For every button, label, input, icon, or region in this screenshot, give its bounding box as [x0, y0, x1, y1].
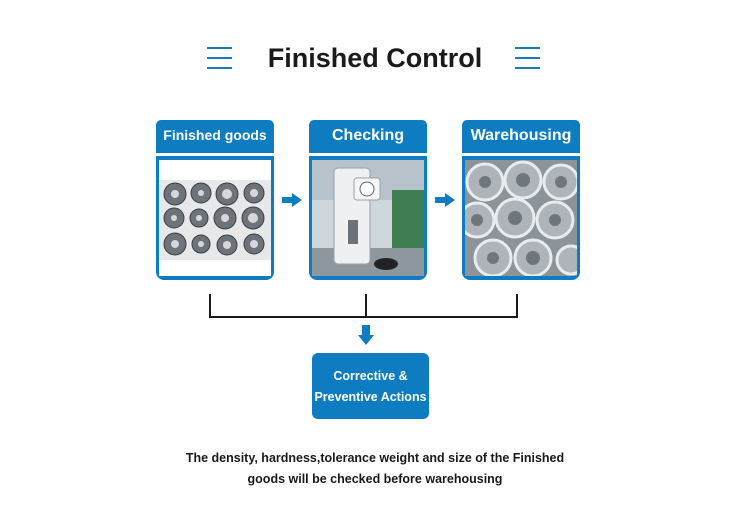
title-row: Finished Control — [0, 40, 750, 80]
step-label: Checking — [309, 120, 427, 153]
caption-line-2: goods will be checked before warehousing — [247, 472, 503, 486]
menu-icon — [207, 47, 232, 69]
stacked-parts-photo — [465, 160, 577, 276]
page-title: Finished Control — [267, 43, 483, 73]
outcome-line-1: Corrective & — [333, 369, 408, 383]
step-label: Warehousing — [462, 120, 580, 153]
sintered-gears-photo — [159, 160, 271, 276]
connector-line — [365, 294, 367, 318]
hardness-tester-photo — [312, 160, 424, 276]
outcome-line-2: Preventive Actions — [314, 390, 427, 404]
arrow-down-icon — [358, 325, 374, 345]
menu-icon — [515, 47, 540, 69]
arrow-right-icon — [435, 193, 455, 207]
connector-line — [516, 294, 518, 318]
step-card-checking: Checking — [309, 120, 427, 280]
arrow-right-icon — [282, 193, 302, 207]
caption-line-1: The density, hardness,tolerance weight a… — [185, 451, 565, 465]
step-image-frame — [309, 156, 427, 280]
step-image-frame — [156, 156, 274, 280]
connector-line — [209, 316, 518, 318]
step-card-warehousing: Warehousing — [462, 120, 580, 280]
step-image-frame — [462, 156, 580, 280]
connector-line — [209, 294, 211, 318]
corrective-actions-box: Corrective & Preventive Actions — [312, 353, 429, 419]
step-card-finished-goods: Finished goods — [156, 120, 274, 280]
step-label: Finished goods — [156, 120, 274, 153]
